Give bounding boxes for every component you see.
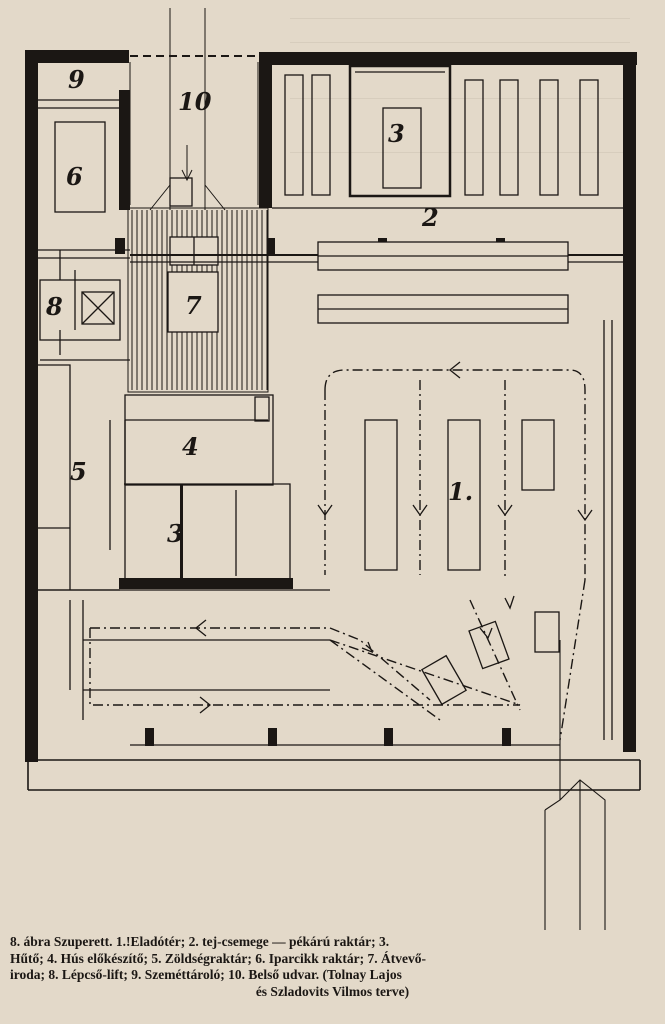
room-label-2: 2: [421, 203, 439, 232]
room-label-3-cooler-lower: 3: [167, 519, 184, 548]
room-label-6: 6: [66, 162, 83, 191]
room-label-8: 8: [45, 292, 63, 321]
room-label-1: 1.: [448, 477, 473, 506]
room-label-4: 4: [182, 432, 199, 461]
room-label-5: 5: [70, 457, 87, 486]
circulation-path: [89, 369, 586, 741]
room-label-3-cooler-upper: 3: [388, 119, 405, 148]
flow-arrows: [194, 361, 593, 714]
figure-caption: 8. ábra Szuperett. 1.!Eladótér; 2. tej-c…: [10, 934, 655, 1000]
room-labels: 1. 2 3 3 4 5 6 7 8 9 10: [45, 65, 473, 548]
caption-line-4: és Szladovits Vilmos terve): [255, 983, 410, 999]
room-label-10: 10: [178, 87, 212, 116]
caption-line-3: iroda; 8. Lépcső-lift; 9. Szeméttároló; …: [10, 967, 402, 982]
room-label-7: 7: [185, 291, 202, 320]
outer-walls: [25, 50, 637, 762]
caption-line-1: 8. ábra Szuperett. 1.!Eladótér; 2. tej-c…: [10, 934, 390, 949]
caption-line-2: Hűtő; 4. Hús előkészítő; 5. Zöldségraktá…: [10, 950, 426, 966]
floor-plan: 1. 2 3 3 4 5 6 7 8 9 10: [25, 8, 641, 930]
room-label-9: 9: [68, 65, 85, 94]
